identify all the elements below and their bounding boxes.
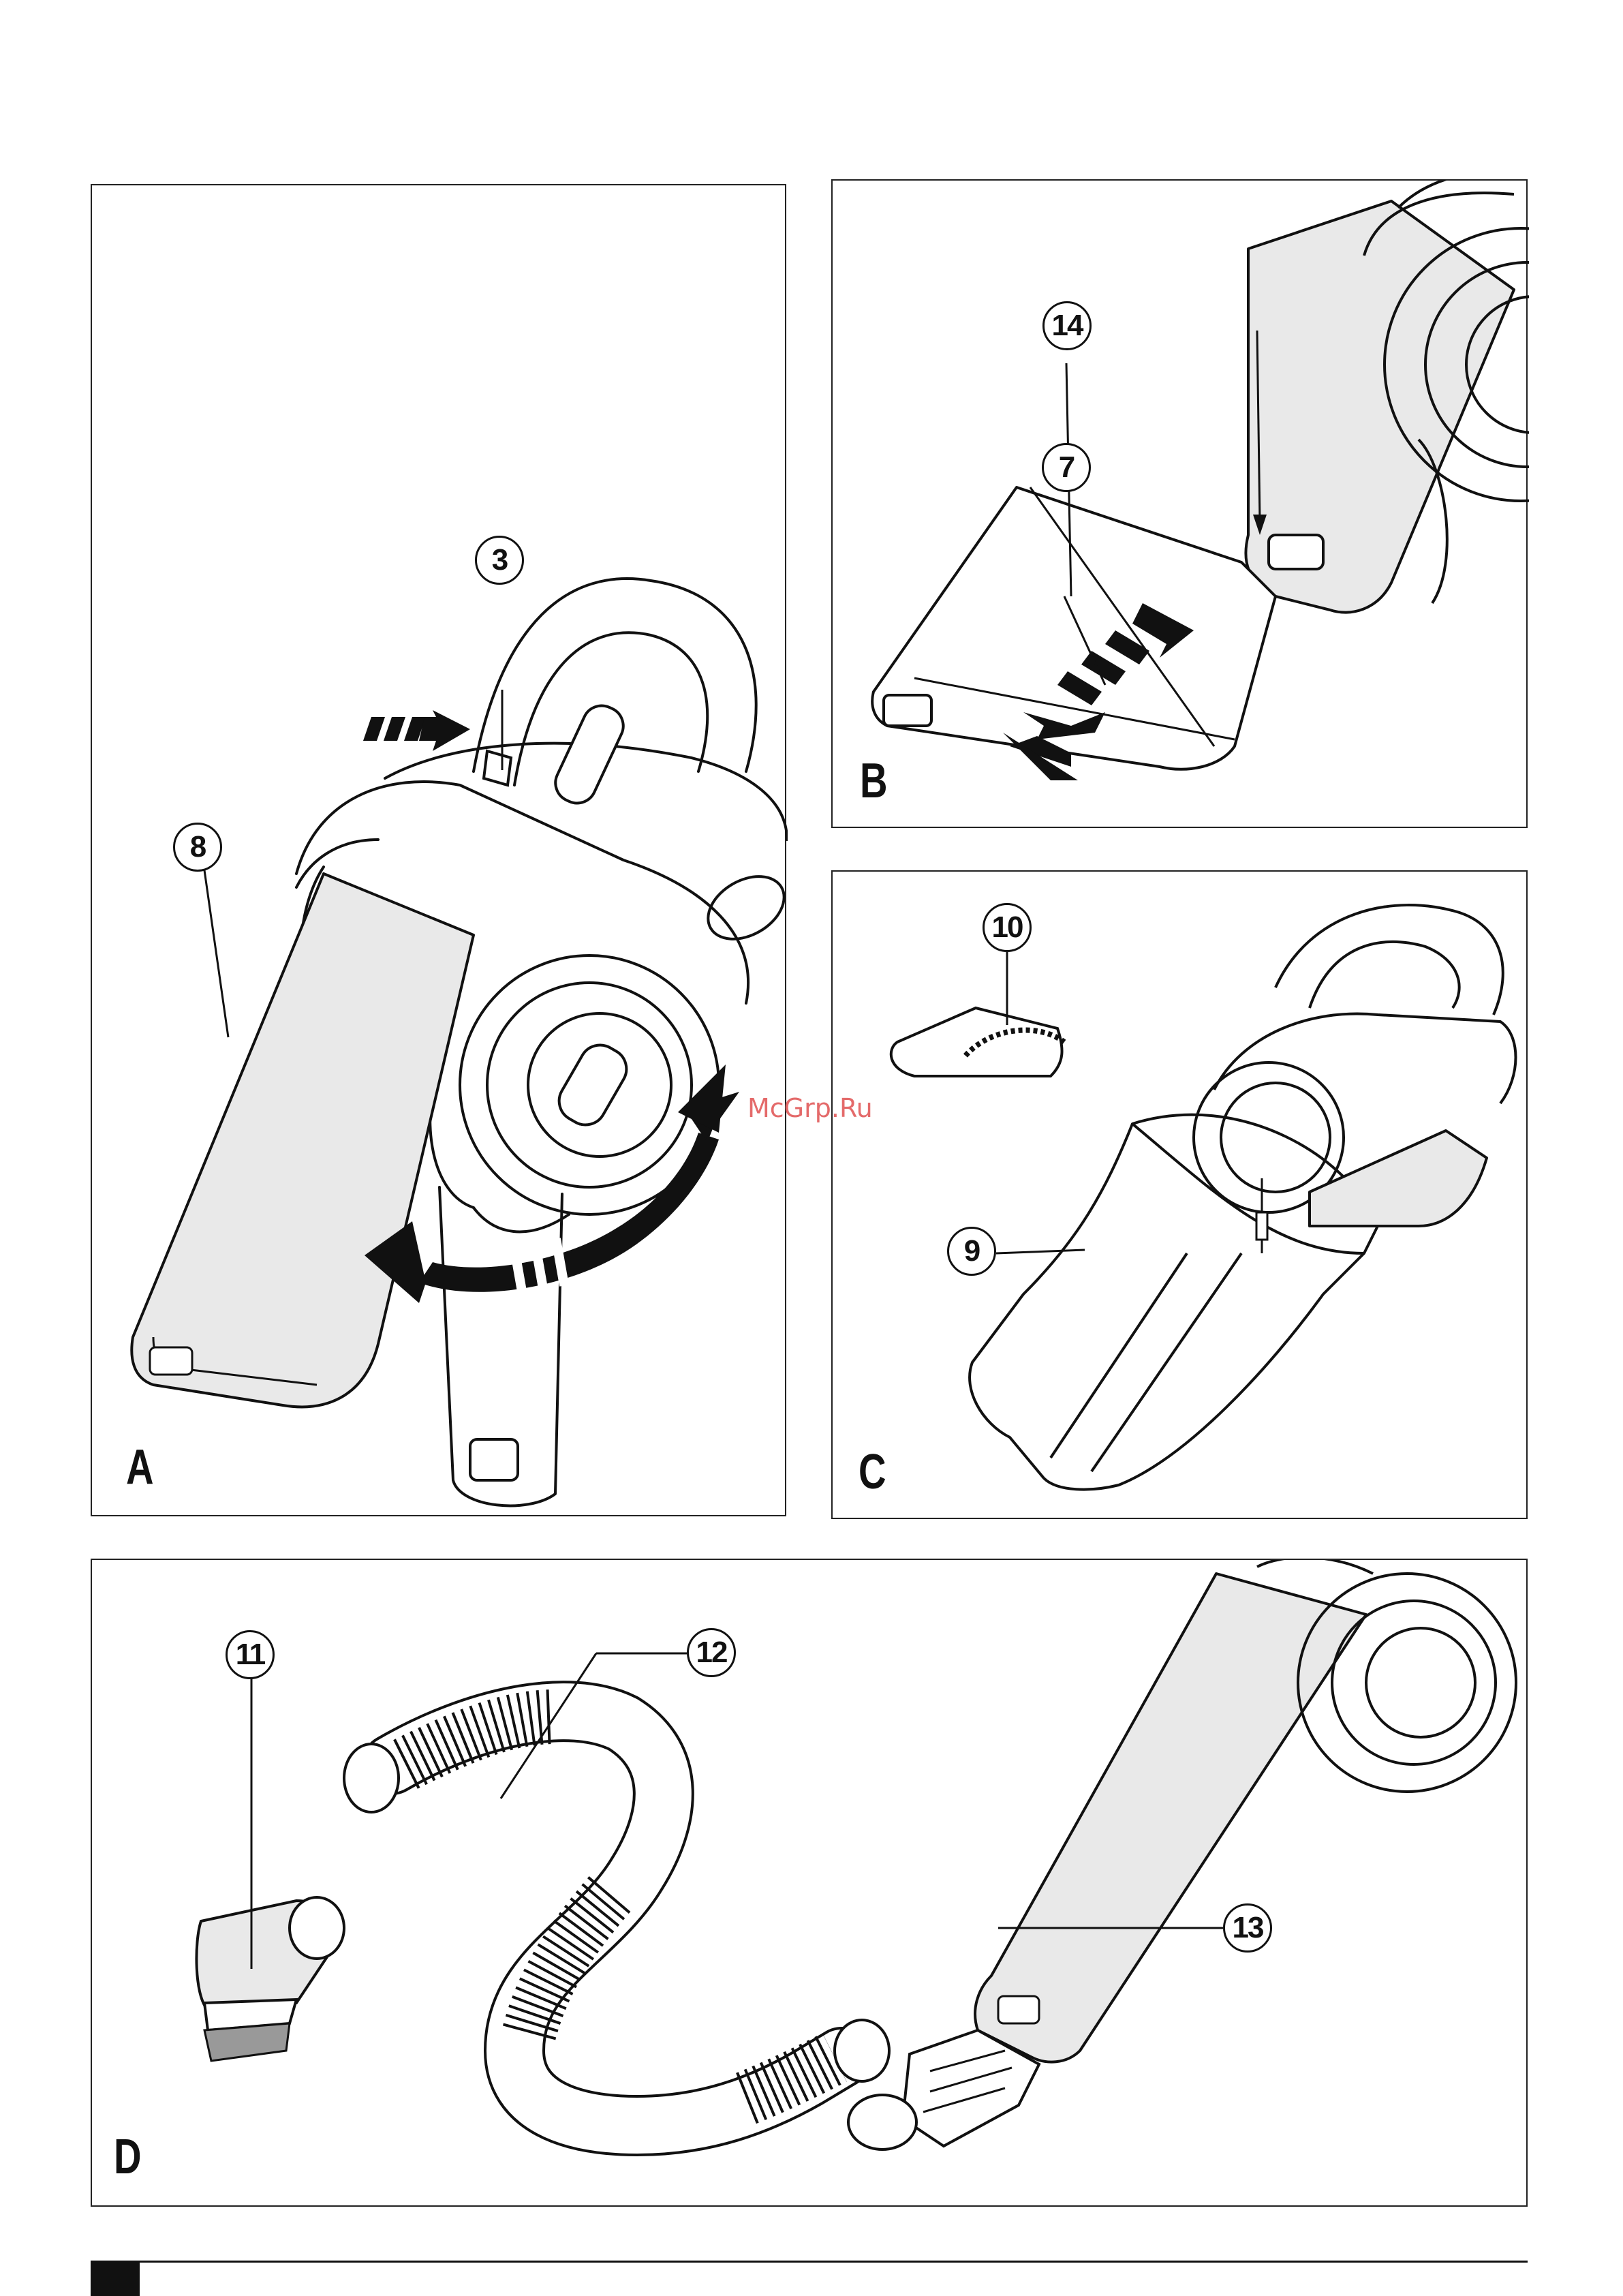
illustration-c xyxy=(833,872,1529,1520)
footer-rule xyxy=(140,2261,1528,2263)
watermark: McGrp.Ru xyxy=(747,1093,873,1123)
callout-14: 14 xyxy=(1042,301,1092,350)
callout-9: 9 xyxy=(947,1227,996,1276)
callout-11: 11 xyxy=(226,1630,275,1679)
panel-c: 10 9 C xyxy=(831,870,1528,1519)
page-marker xyxy=(91,2261,140,2296)
illustration-b xyxy=(833,181,1529,829)
panel-b: 14 7 B xyxy=(831,179,1528,828)
callout-13: 13 xyxy=(1223,1903,1272,1953)
callout-3: 3 xyxy=(475,536,524,585)
callout-10: 10 xyxy=(983,903,1032,952)
panel-d: 11 12 13 D xyxy=(91,1559,1528,2207)
callout-7: 7 xyxy=(1042,443,1091,492)
panel-letter-b: B xyxy=(860,756,888,806)
callout-8: 8 xyxy=(173,823,222,872)
panel-letter-a: A xyxy=(126,1443,154,1492)
panel-letter-c: C xyxy=(859,1448,886,1497)
callout-12: 12 xyxy=(687,1628,736,1677)
illustration-d xyxy=(92,1560,1529,2208)
panel-a: 3 8 A xyxy=(91,184,786,1516)
panel-letter-d: D xyxy=(114,2132,142,2182)
